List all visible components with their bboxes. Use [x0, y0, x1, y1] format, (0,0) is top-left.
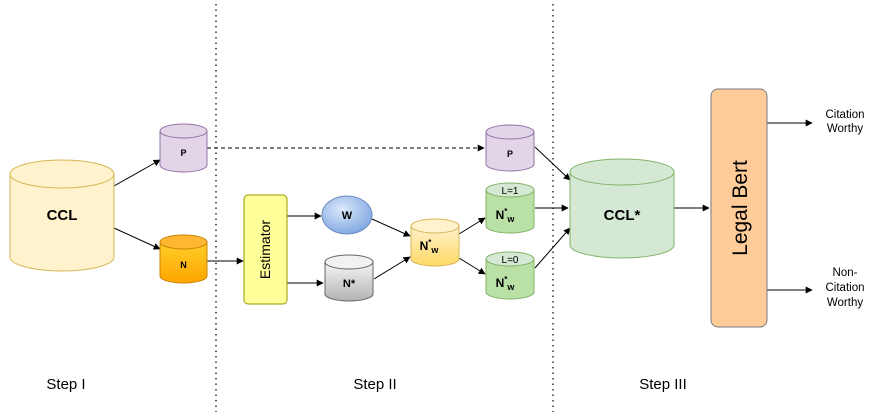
edge-ccl-to-p	[113, 159, 161, 187]
legal-bert-label: Legal Bert	[729, 160, 752, 256]
citation-worthy-line2: Worthy	[827, 123, 863, 135]
edge-nstar-to-nsw	[373, 256, 411, 280]
n-star-w-label: N*w	[420, 238, 440, 255]
w-node: W	[321, 195, 373, 235]
edge-nsw-to-l0	[458, 257, 486, 275]
ccl-cylinder: CCL	[9, 159, 115, 272]
p-destination-cylinder: P	[485, 124, 535, 172]
p-destination-label: P	[507, 149, 513, 159]
ccl-label: CCL	[47, 207, 78, 224]
legal-bert-box: Legal Bert	[710, 88, 768, 328]
n-source-cylinder: N	[159, 234, 208, 284]
step-2-label: Step II	[353, 376, 396, 393]
step-3-label: Step III	[639, 376, 687, 393]
n-star-w-cylinder: N*w	[410, 218, 460, 267]
estimator-label: Estimator	[257, 220, 273, 279]
w-label: W	[342, 210, 353, 222]
edges	[113, 119, 813, 294]
l0-level-label: L=0	[502, 255, 519, 266]
p-source-cylinder: P	[159, 123, 208, 173]
l1-label: N*w	[496, 207, 516, 224]
l0-cylinder: L=0 N*w	[485, 251, 535, 300]
citation-worthy-line1: Citation	[826, 109, 865, 121]
l0-label: N*w	[496, 275, 516, 292]
citation-worthy-output: Citation Worthy	[826, 109, 865, 135]
edge-p-to-cclstar	[534, 146, 571, 181]
l1-level-label: L=1	[502, 186, 519, 197]
p-source-label: P	[180, 148, 186, 158]
edge-ccl-to-n	[113, 227, 161, 250]
ccl-star-label: CCL*	[604, 207, 641, 224]
non-citation-worthy-line3: Worthy	[827, 297, 863, 309]
n-star-cylinder: N*	[324, 254, 374, 302]
non-citation-worthy-line2: Citation	[826, 282, 865, 294]
l1-cylinder: L=1 N*w	[485, 182, 535, 234]
non-citation-worthy-line1: Non-	[833, 267, 858, 279]
n-source-label: N	[180, 260, 187, 270]
n-star-label: N*	[343, 278, 356, 290]
edge-l0-to-cclstar	[534, 227, 571, 269]
step-1-label: Step I	[46, 376, 85, 393]
estimator-box: Estimator	[243, 194, 288, 305]
non-citation-worthy-output: Non- Citation Worthy	[826, 267, 865, 309]
ccl-star-cylinder: CCL*	[569, 158, 675, 259]
edge-w-to-nsw	[371, 218, 411, 237]
edge-nsw-to-l1	[458, 217, 486, 235]
